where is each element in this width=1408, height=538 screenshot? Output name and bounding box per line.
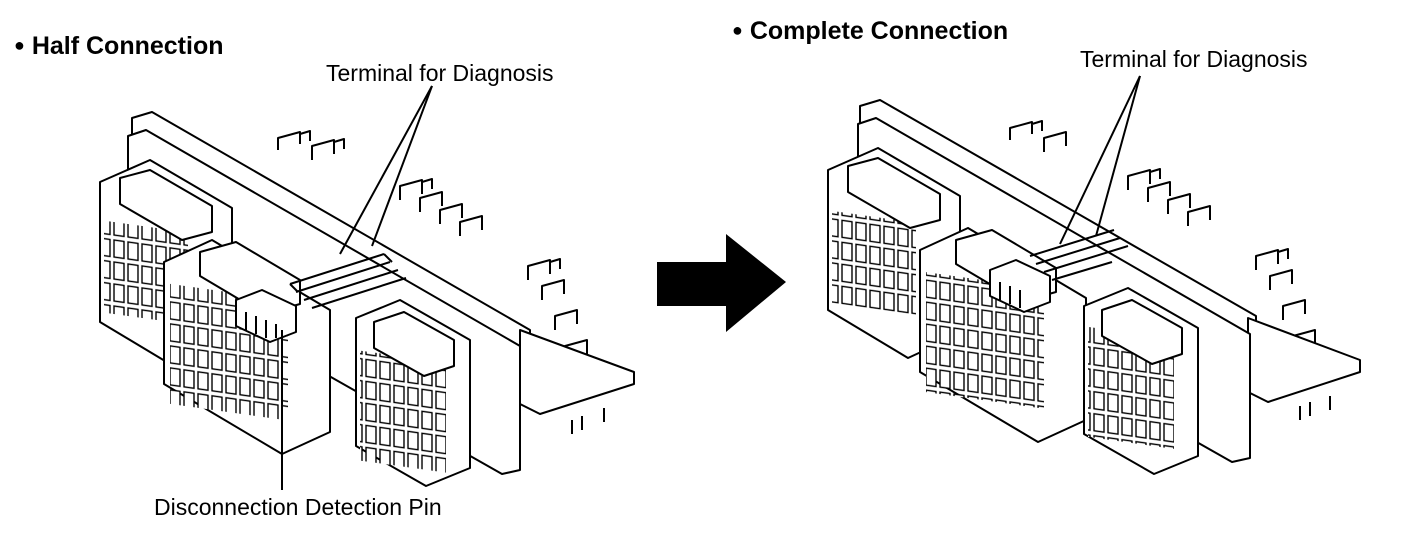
- disconnection-detection-pin: [989, 259, 1051, 313]
- left-terminal-callout: Terminal for Diagnosis: [326, 60, 554, 86]
- disconnection-detection-pin: [235, 289, 297, 343]
- arrow-right-icon: [657, 234, 786, 332]
- half-connection-title: Half Connection: [31, 32, 224, 60]
- complete-connection-heading: ● Complete Connection: [732, 17, 1008, 46]
- right-leader-lines: [1059, 75, 1141, 245]
- disconnection-pin-callout: Disconnection Detection Pin: [154, 494, 442, 520]
- bullet-icon: ●: [732, 20, 743, 40]
- diagnosis-terminals: [1029, 229, 1129, 281]
- right-terminal-callout: Terminal for Diagnosis: [1080, 46, 1308, 72]
- half-connection-connector: [99, 111, 635, 487]
- rear-pins: [277, 130, 588, 360]
- complete-connection-title: Complete Connection: [749, 17, 1009, 45]
- complete-connection-connector: [827, 99, 1361, 475]
- bullet-icon: ●: [14, 35, 25, 55]
- left-leader-lines: [281, 85, 433, 490]
- half-connection-heading: ● Half Connection: [14, 32, 224, 61]
- diagnosis-terminals: [289, 253, 407, 309]
